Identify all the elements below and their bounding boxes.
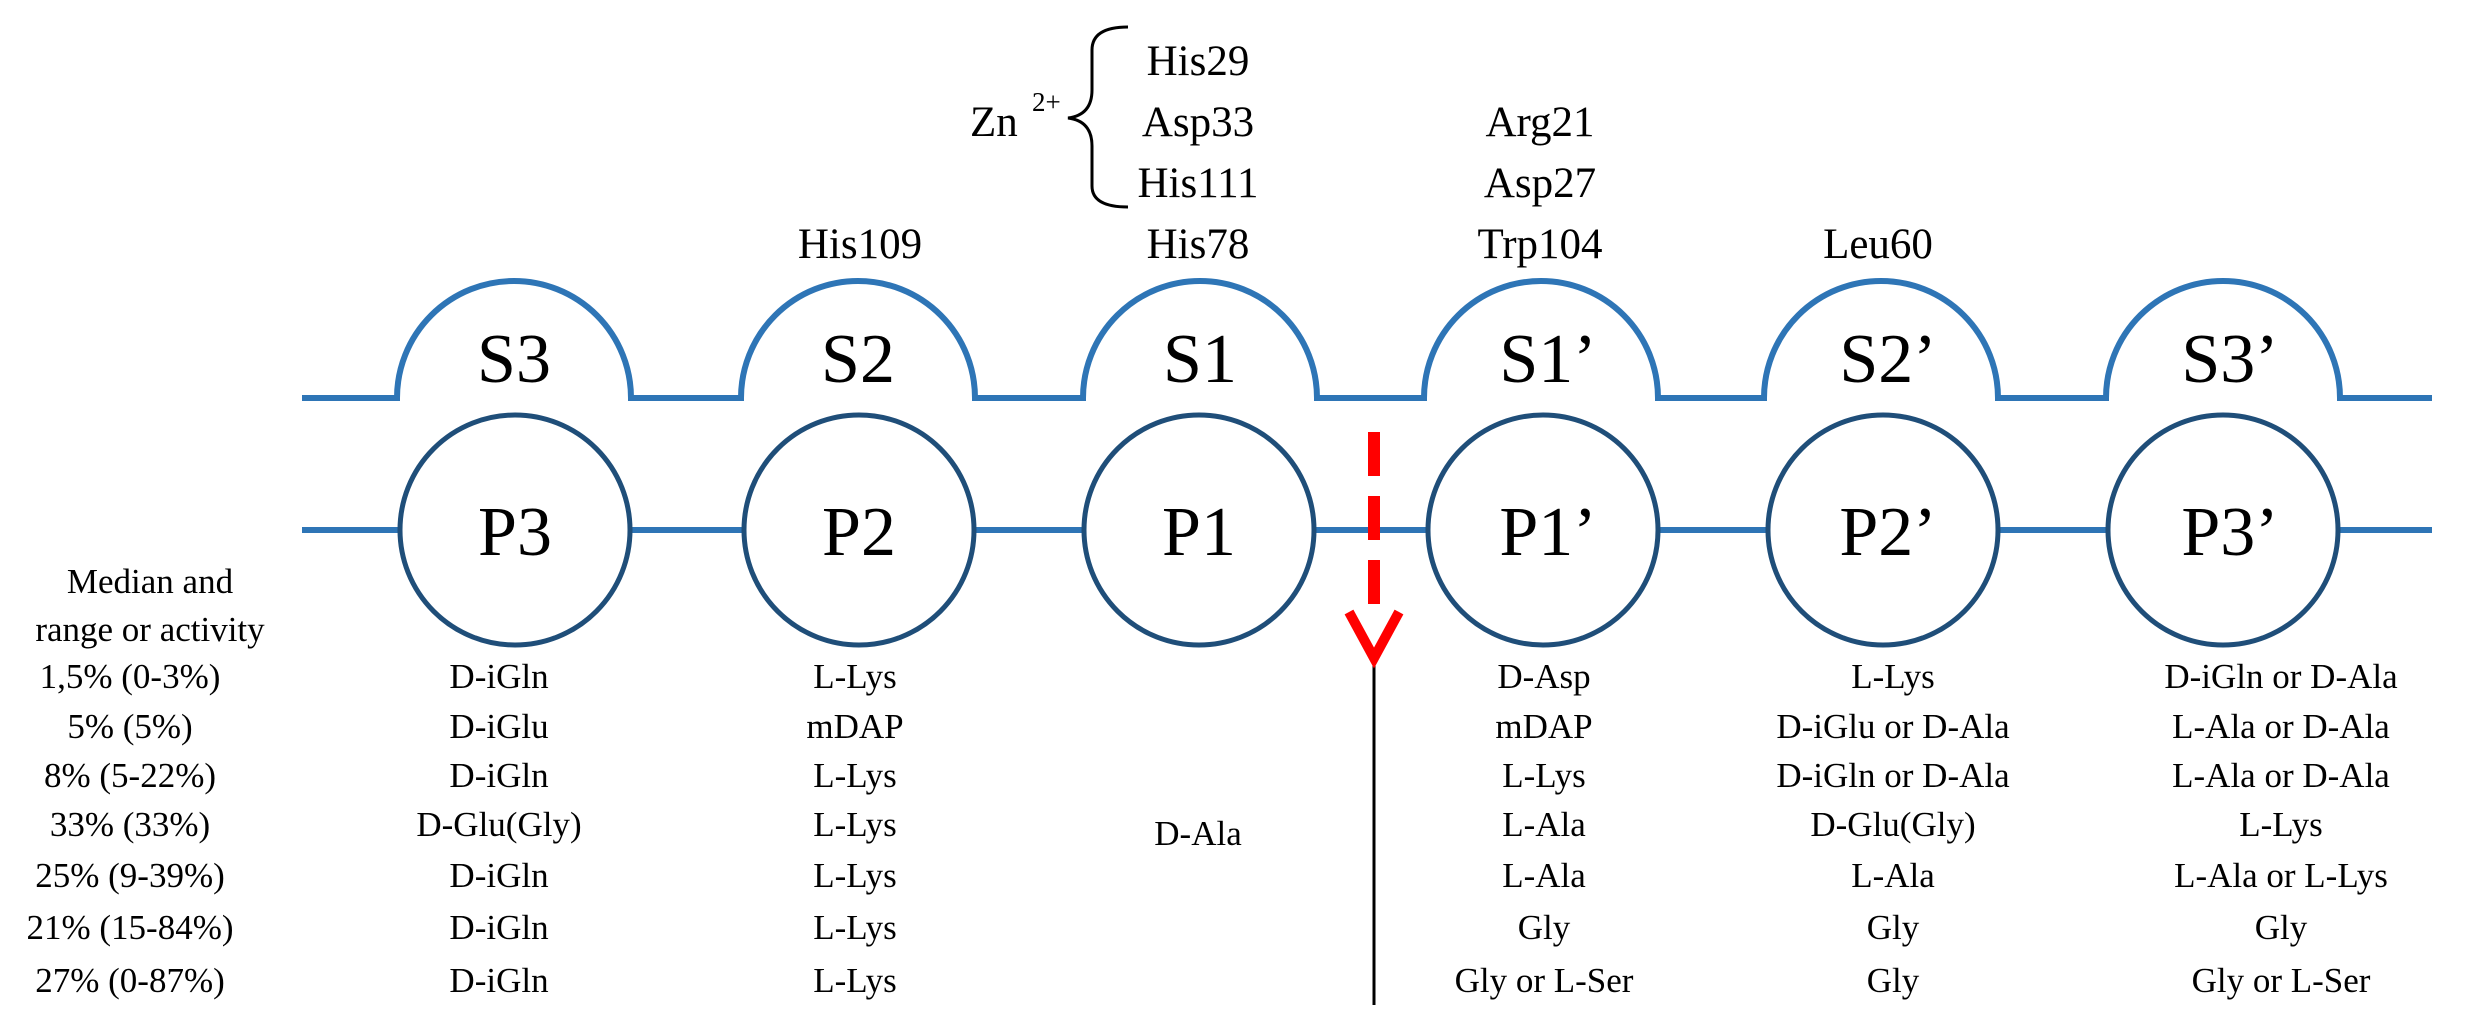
cell-p2p: D-Glu(Gly) [1810,805,1975,844]
residue-s2p: Leu60 [1823,221,1933,268]
subsite-label: S3 [477,321,551,398]
cell-p1p: mDAP [1495,707,1592,746]
zinc-coordination-group: Zn 2+ His29 Asp33 His111 [970,25,1259,209]
cell-p1p: Gly [1518,908,1571,947]
cell-p3: D-iGln [449,908,548,947]
s1prime-residue: Arg21 [1485,99,1594,146]
residue-s1: His78 [1147,221,1250,268]
zinc-ligand: His111 [1137,160,1258,207]
cleavage-site [1344,432,1404,1005]
position-label: P3 [478,494,552,571]
cell-p3p: Gly or L-Ser [2192,961,2371,1000]
subsite-label: S2’ [1839,321,1936,398]
table-header-line2: range or activity [35,610,265,649]
cell-p3p: D-iGln or D-Ala [2164,657,2398,696]
cell-p3p: Gly [2255,908,2308,947]
cell-p3: D-iGln [449,856,548,895]
position-circle [1081,412,1317,648]
row-activity: 33% (33%) [50,805,210,844]
zinc-label: Zn [970,99,1018,146]
substrate-positions [397,412,2341,648]
cell-p2: L-Lys [813,756,897,795]
cell-p2p: Gly [1867,908,1920,947]
position-circle [741,412,977,648]
cell-p3: D-iGlu [449,707,548,746]
residue-s2: His109 [798,221,922,268]
cell-p1: D-Ala [1154,814,1242,853]
cleavage-arrow-head-icon [1344,609,1404,669]
table-row: 5% (5%) D-iGlu mDAP mDAP D-iGlu or D-Ala… [67,707,2390,746]
cell-p2p: D-iGln or D-Ala [1776,756,2010,795]
row-activity: 5% (5%) [67,707,192,746]
cell-p3p: L-Lys [2239,805,2323,844]
cell-p1p: L-Lys [1502,756,1586,795]
position-label: P1 [1162,494,1236,571]
table-header-line1: Median and [67,562,234,601]
table-row: 21% (15-84%) D-iGln L-Lys Gly Gly Gly [26,908,2307,947]
cell-p3: D-iGln [449,657,548,696]
cell-p2: L-Lys [813,908,897,947]
cell-p2p: Gly [1867,961,1920,1000]
zinc-ligand: His29 [1147,38,1250,85]
cell-p2: L-Lys [813,657,897,696]
enzyme-subsite-line [302,278,2432,401]
position-circle [1425,412,1661,648]
cell-p2: L-Lys [813,856,897,895]
cell-p1p: L-Ala [1502,856,1586,895]
cell-p2: L-Lys [813,961,897,1000]
zinc-ligand: Asp33 [1142,99,1254,146]
table-row: 8% (5-22%) D-iGln L-Lys L-Lys D-iGln or … [44,756,2390,795]
row-activity: 25% (9-39%) [35,856,225,895]
cell-p1p: L-Ala [1502,805,1586,844]
position-label: P1’ [1499,494,1596,571]
subsite-label: S1 [1163,321,1237,398]
zinc-brace [1067,25,1129,209]
row-activity: 21% (15-84%) [26,908,233,947]
cell-p3: D-Glu(Gly) [416,805,581,844]
position-label: P2 [822,494,896,571]
cell-p1p: D-Asp [1497,657,1590,696]
table-row: 33% (33%) D-Glu(Gly) L-Lys D-Ala L-Ala D… [50,805,2323,853]
s1prime-residue: Asp27 [1484,160,1596,207]
cell-p3: D-iGln [449,961,548,1000]
cell-p2p: D-iGlu or D-Ala [1776,707,2010,746]
position-label: P2’ [1839,494,1936,571]
table-row: 25% (9-39%) D-iGln L-Lys L-Ala L-Ala L-A… [35,856,2388,895]
position-circle [2105,412,2341,648]
cell-p2p: L-Lys [1851,657,1935,696]
residue-s1p: Trp104 [1477,221,1602,268]
cell-p3: D-iGln [449,756,548,795]
position-label: P3’ [2181,494,2278,571]
table-row: 27% (0-87%) D-iGln L-Lys Gly or L-Ser Gl… [35,961,2371,1000]
cell-p2p: L-Ala [1851,856,1935,895]
row-activity: 8% (5-22%) [44,756,216,795]
position-circle [397,412,633,648]
position-circle [1765,412,2001,648]
row-activity: 27% (0-87%) [35,961,225,1000]
subsite-label: S2 [821,321,895,398]
subsite-label: S3’ [2181,321,2278,398]
cell-p2: L-Lys [813,805,897,844]
cell-p1p: Gly or L-Ser [1455,961,1634,1000]
cell-p3p: L-Ala or D-Ala [2172,707,2390,746]
table-row: 1,5% (0-3%) D-iGln L-Lys D-Asp L-Lys D-i… [40,657,2398,696]
cell-p2: mDAP [806,707,903,746]
zinc-charge: 2+ [1032,87,1061,117]
cell-p3p: L-Ala or D-Ala [2172,756,2390,795]
row-activity: 1,5% (0-3%) [40,657,221,696]
subsite-label: S1’ [1499,321,1596,398]
cell-p3p: L-Ala or L-Lys [2174,856,2388,895]
